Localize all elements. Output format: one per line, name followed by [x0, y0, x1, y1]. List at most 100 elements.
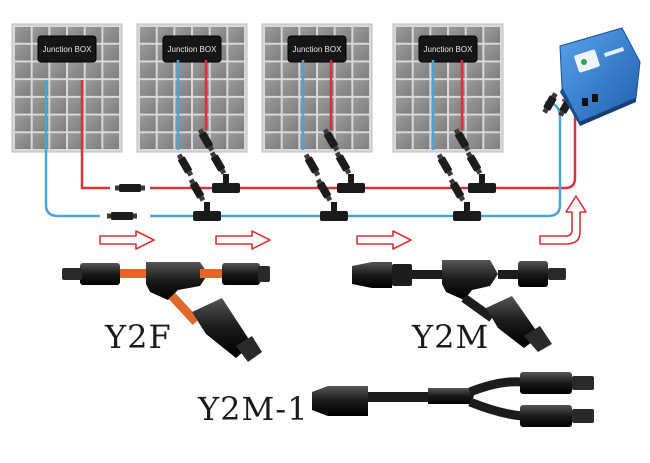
solar-cell: [157, 80, 174, 96]
mc4-connector-icon: [520, 405, 572, 427]
solar-cell: [228, 97, 244, 114]
mc4-connector-icon: [236, 336, 262, 362]
solar-cell: [265, 133, 281, 149]
mc4-connector-icon: [548, 268, 566, 280]
junction-box-icon: Junction BOX: [162, 35, 222, 63]
solar-cell: [85, 115, 102, 132]
flow-arrow-icon: [356, 230, 412, 250]
solar-cell: [413, 97, 430, 114]
solar-cell: [50, 97, 66, 114]
negative-bus-wire: [44, 80, 562, 218]
solar-cell: [353, 80, 369, 96]
solar-panel-icon: Junction BOX: [261, 23, 373, 153]
solar-cell: [157, 115, 174, 132]
solar-cell: [396, 133, 412, 149]
solar-cell: [396, 27, 412, 43]
solar-cell: [353, 133, 369, 149]
solar-cell: [413, 133, 430, 149]
mc4-connector-icon: [312, 386, 368, 416]
solar-cell: [265, 62, 281, 79]
mc4-connector-icon: [80, 263, 120, 285]
solar-cell: [103, 44, 119, 61]
solar-cell: [157, 133, 174, 149]
solar-cell: [103, 80, 119, 96]
solar-cell: [15, 97, 31, 114]
solar-cell: [431, 80, 447, 96]
inverter-port: [582, 98, 588, 106]
solar-cell: [15, 133, 31, 149]
solar-cell: [228, 27, 244, 43]
solar-cell: [335, 133, 352, 149]
solar-cell: [103, 27, 119, 43]
mc4-connector-icon: [176, 153, 194, 177]
solar-cell: [466, 133, 483, 149]
flow-arrow-icon: [539, 195, 587, 245]
y-branch-connector-icon: [428, 388, 474, 404]
y-branch-connector-icon: [468, 174, 496, 193]
solar-cell: [396, 80, 412, 96]
solar-cell: [50, 80, 66, 96]
solar-cell: [353, 62, 369, 79]
solar-cell: [15, 115, 31, 132]
solar-cell: [210, 97, 227, 114]
mc4-connector-icon: [352, 262, 392, 288]
solar-cell: [265, 44, 281, 61]
mc4-connector-icon: [334, 151, 352, 175]
mc4-connector-icon: [258, 266, 270, 282]
mc4-connector-icon: [453, 128, 471, 152]
solar-cell: [228, 80, 244, 96]
y-branch-connector-icon: [212, 174, 240, 193]
solar-cell: [335, 62, 352, 79]
solar-cell: [265, 115, 281, 132]
flow-arrow-icon: [99, 230, 155, 250]
solar-cell: [431, 133, 447, 149]
mc4-connector-icon: [448, 178, 466, 202]
solar-cell: [413, 115, 430, 132]
solar-cell: [466, 115, 483, 132]
y2m-connector: [352, 260, 566, 352]
solar-cell: [210, 80, 227, 96]
solar-cell: [103, 62, 119, 79]
junction-box-icon: Junction BOX: [37, 35, 97, 63]
y-branch-connector-icon: [320, 202, 348, 221]
cable-black: [461, 294, 495, 322]
mc4-connector-icon: [542, 92, 558, 114]
solar-cell: [282, 62, 299, 79]
cable-black: [468, 377, 523, 397]
solar-cell: [335, 80, 352, 96]
mc4-connector-icon: [192, 298, 252, 358]
solar-cell: [228, 44, 244, 61]
solar-cell: [50, 133, 66, 149]
solar-cell: [103, 133, 119, 149]
solar-cell: [140, 133, 156, 149]
mc4-connector-icon: [115, 184, 145, 192]
solar-cell: [431, 62, 447, 79]
inverter-port: [592, 94, 598, 102]
cable-black: [468, 397, 523, 421]
inverter-display: [574, 49, 600, 73]
flow-arrow-icon: [215, 230, 271, 250]
solar-cell: [396, 97, 412, 114]
solar-cell: [282, 97, 299, 114]
solar-cell: [396, 44, 412, 61]
solar-cell: [335, 115, 352, 132]
solar-cell: [282, 115, 299, 132]
solar-panel-array: Junction BOX Junction BOX Junction BOX Junc…: [11, 23, 504, 153]
solar-cell: [265, 80, 281, 96]
solar-cell: [484, 133, 500, 149]
solar-cell: [15, 80, 31, 96]
solar-cell: [431, 115, 447, 132]
mc4-connector-icon: [315, 178, 333, 202]
junction-box-label: Junction BOX: [424, 45, 474, 54]
solar-cell: [85, 97, 102, 114]
solar-cell: [103, 115, 119, 132]
mc4-connector-icon: [518, 261, 548, 287]
solar-cell: [50, 115, 66, 132]
mc4-connector-icon: [197, 128, 215, 152]
solar-cell: [265, 97, 281, 114]
solar-cell: [335, 97, 352, 114]
solar-panel-icon: Junction BOX: [11, 23, 123, 153]
solar-cell: [210, 133, 227, 149]
solar-cell: [15, 44, 31, 61]
